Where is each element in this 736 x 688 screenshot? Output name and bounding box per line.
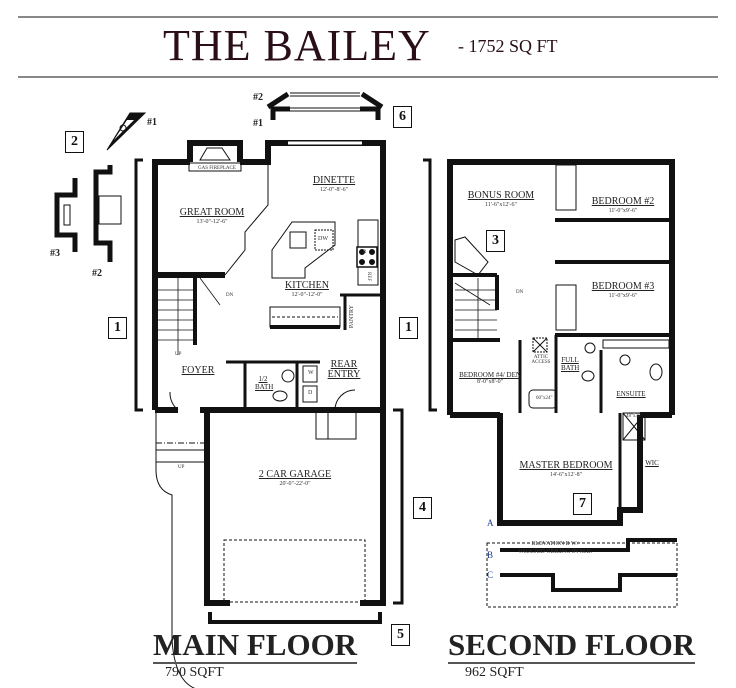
- shower-size-label: 48"x36": [626, 414, 643, 419]
- second-floor-details: [423, 158, 678, 608]
- callout-2: 2: [65, 131, 84, 153]
- bay-option-1-label: #1: [253, 118, 263, 129]
- room-bedroom-3-dims: 11'-0"x9'-6": [608, 293, 638, 299]
- elevation-note-line-2: VAULTED CEILING IN M.B.: [517, 549, 593, 555]
- room-great-room-dims: 13'-0"-12'-6": [196, 219, 228, 225]
- room-garage: 2 CAR GARAGE: [258, 469, 332, 480]
- gas-fireplace-label: GAS FIREPLACE: [198, 166, 236, 171]
- callout-6: 6: [393, 106, 412, 128]
- dishwasher-label: DW: [318, 236, 328, 242]
- room-kitchen: KITCHEN: [285, 280, 329, 291]
- fireplace-options: [54, 112, 147, 262]
- bay-option-2-label: #2: [253, 92, 263, 103]
- second-floor-walls: [447, 159, 675, 526]
- elevation-a-label: A: [487, 518, 494, 528]
- elevation-b-label: B: [487, 550, 494, 560]
- callout-1-main: 1: [108, 317, 127, 339]
- pantry-label: PANTRY: [349, 305, 355, 329]
- washer-label: W: [308, 370, 314, 376]
- room-garage-dims: 20'-0"-22'-0": [279, 481, 311, 487]
- fireplace-option-3-label: #3: [50, 248, 60, 259]
- second-floor-area: 962 SQFT: [465, 665, 524, 680]
- porch-steps-up-label: UP: [178, 465, 185, 470]
- room-bedroom-3: BEDROOM #3: [591, 281, 655, 292]
- room-wic: WIC: [645, 459, 659, 467]
- second-floor-title: SECOND FLOOR: [448, 627, 696, 664]
- fireplace-option-1-label: #1: [147, 117, 157, 128]
- room-ensuite: ENSUITE: [616, 390, 646, 398]
- callout-5: 5: [391, 624, 410, 646]
- main-floor-area: 790 SQFT: [165, 665, 224, 680]
- plan-square-footage: - 1752 SQ FT: [458, 36, 558, 56]
- stairs-up-label: UP: [175, 352, 182, 357]
- room-dinette-dims: 12'-0"-8'-6": [319, 187, 349, 193]
- elevation-note-line-1: ELEVATION B W/: [531, 541, 579, 547]
- callout-3: 3: [486, 230, 505, 252]
- attic-access-label: ATTIC ACCESS: [531, 355, 551, 365]
- room-bedroom-2: BEDROOM #2: [591, 196, 655, 207]
- room-half-bath: 1/2 BATH: [255, 375, 274, 391]
- callout-7: 7: [573, 493, 592, 515]
- room-foyer: FOYER: [181, 365, 215, 376]
- range-label: R: [363, 250, 367, 255]
- main-floor-title: MAIN FLOOR: [153, 627, 358, 664]
- room-bedroom-4-den-dims: 8'-0"x8'-0": [476, 379, 504, 385]
- callout-4: 4: [413, 497, 432, 519]
- room-rear-entry: REAR ENTRY: [327, 359, 361, 380]
- callout-1-second: 1: [399, 317, 418, 339]
- room-bonus-room: BONUS ROOM: [467, 190, 535, 201]
- stairs-down-label-2: DN: [516, 290, 524, 295]
- room-bedroom-4-den: BEDROOM #4/ DEN: [459, 371, 521, 379]
- dryer-label: D: [308, 390, 313, 396]
- room-bedroom-2-dims: 11'-0"x9'-6": [608, 208, 638, 214]
- stairs-down-label: DN: [226, 293, 234, 298]
- room-great-room: GREAT ROOM: [179, 207, 245, 218]
- room-dinette: DINETTE: [312, 175, 356, 186]
- dinette-bay-options: [266, 91, 384, 120]
- room-kitchen-dims: 12'-0"-12'-0": [291, 292, 323, 298]
- room-bonus-room-dims: 11'-6"x12'-6": [485, 202, 517, 208]
- room-full-bath: FULL BATH: [561, 356, 580, 372]
- fridge-label: REF: [366, 272, 371, 282]
- tub-size-label: 60"x24": [536, 396, 553, 401]
- fireplace-option-2-label: #2: [92, 268, 102, 279]
- room-master-bedroom-dims: 14'-6"x12'-8": [549, 472, 583, 478]
- plan-title: THE BAILEY: [163, 21, 431, 70]
- elevation-c-label: C: [487, 570, 494, 580]
- room-master-bedroom: MASTER BEDROOM: [519, 460, 613, 471]
- main-floor-details: [134, 140, 404, 688]
